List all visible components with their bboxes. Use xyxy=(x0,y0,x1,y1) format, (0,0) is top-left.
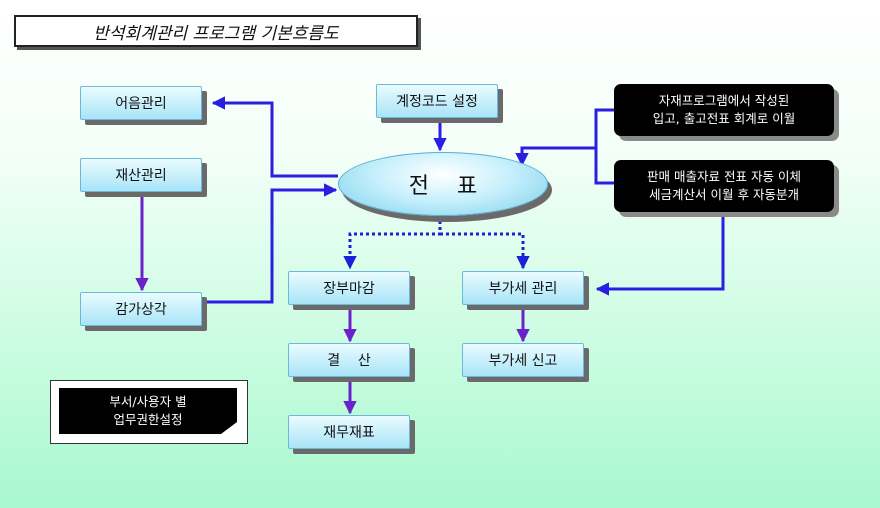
external-sales-line-2: 세금계산서 이월 후 자동분개 xyxy=(649,187,799,202)
dashed-voucher-split xyxy=(343,215,442,270)
arrow-sales-to-vat xyxy=(595,212,725,296)
external-sales-line-1: 판매 매출자료 전표 자동 이체 xyxy=(647,169,801,184)
page-fold-icon xyxy=(221,422,237,434)
node-voucher: 전 표 xyxy=(338,152,548,216)
node-financial-statements: 재무재표 xyxy=(288,415,410,449)
node-depreciation: 감가상각 xyxy=(80,292,202,326)
node-bill-management: 어음관리 xyxy=(80,86,202,120)
external-inventory-line-2: 입고, 출고전표 회계로 이월 xyxy=(652,111,796,126)
external-sales-box: 판매 매출자료 전표 자동 이체 세금계산서 이월 후 자동분개 xyxy=(614,160,834,212)
permission-note-line-1: 부서/사용자 별 xyxy=(109,394,187,409)
arrow-voucher-to-bill xyxy=(211,96,338,178)
node-vat-report: 부가세 신고 xyxy=(462,343,584,377)
permission-note-panel: 부서/사용자 별 업무권한설정 xyxy=(59,388,237,434)
node-vat-management: 부가세 관리 xyxy=(462,271,584,305)
diagram-title: 반석회계관리 프로그램 기본흐름도 xyxy=(14,15,418,47)
arrow-external-merge-to-voucher xyxy=(515,146,596,167)
dashed-voucher-to-vat xyxy=(440,232,530,270)
external-inventory-box: 자재프로그램에서 작성된 입고, 출고전표 회계로 이월 xyxy=(614,84,834,136)
node-settlement: 결 산 xyxy=(288,343,410,377)
arrow-external-to-voucher xyxy=(594,108,614,185)
permission-note-line-2: 업무권한설정 xyxy=(113,412,183,427)
node-ledger-closing: 장부마감 xyxy=(288,271,410,305)
node-asset-management: 재산관리 xyxy=(80,158,202,192)
arrow-depreciation-to-voucher xyxy=(204,183,338,304)
node-account-code-setup: 계정코드 설정 xyxy=(376,84,498,118)
external-inventory-line-1: 자재프로그램에서 작성된 xyxy=(658,93,790,108)
permission-note: 부서/사용자 별 업무권한설정 xyxy=(50,380,248,444)
